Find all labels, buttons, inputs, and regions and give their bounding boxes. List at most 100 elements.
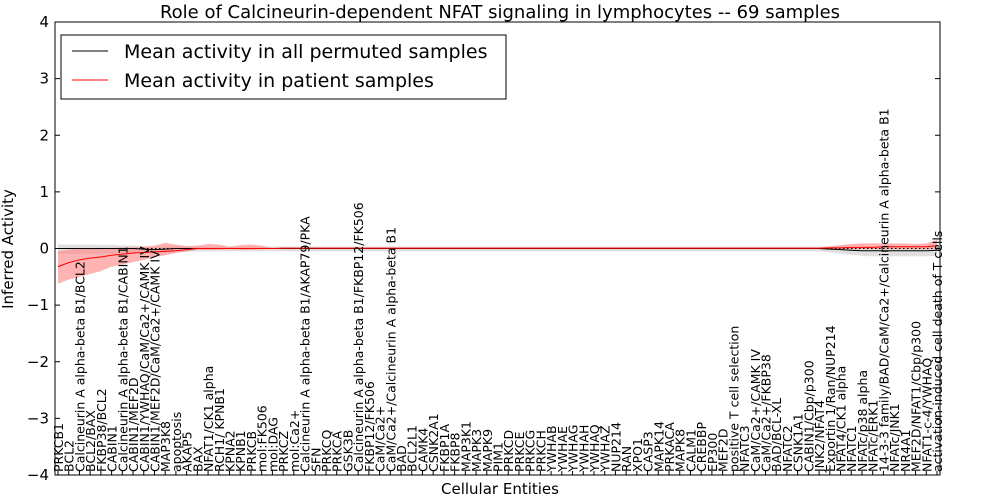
x-tick-label: FKBP12/FK506 [362, 381, 377, 472]
x-tick-label: SFN [308, 448, 323, 472]
x-tick-label: EP300 [705, 433, 720, 472]
x-tick-label: 14-3-3 family/BAD/CaM/Ca2+/Calcineurin A… [876, 108, 891, 472]
y-axis-label: Inferred Activity [0, 189, 17, 309]
x-tick-label: PRKCZ [276, 431, 291, 472]
x-tick-label: Calcineurin A alpha-beta B1/FKBP12/FK506 [351, 202, 366, 472]
x-tick-label: MAPK9 [480, 429, 495, 472]
x-tick-label: NFAT4/CK1 alpha [834, 366, 849, 472]
x-tick-label: CSNK2A1 [426, 413, 441, 472]
x-tick-label: CALM1 [683, 429, 698, 472]
x-tick-label: PRKCA [330, 431, 345, 472]
y-tick-label: −1 [27, 296, 49, 314]
x-tick-label: KPNA2 [223, 430, 238, 472]
x-tick-label: CaM/Ca2+/FKBP38 [758, 354, 773, 472]
x-tick-label: BCL2L1 [405, 425, 420, 472]
x-tick-label: CaM/Ca2+ [373, 406, 388, 472]
legend-label-permuted: Mean activity in all permuted samples [124, 41, 487, 63]
x-tick-label: Exportin 1/Ran/NUP214 [823, 325, 838, 472]
x-tick-label: positive T cell selection [726, 326, 741, 472]
x-tick-label: MAPK3 [469, 429, 484, 472]
x-tick-label: CABIN1/MEF2D/CaM/Ca2+/CAMK IV [147, 250, 162, 472]
x-tick-label: PRKACA [662, 422, 677, 472]
y-tick-label: 1 [39, 183, 49, 201]
y-tick-label: −4 [27, 466, 49, 484]
legend: Mean activity in all permuted samples Me… [60, 34, 507, 100]
x-tick-label: MAP3K8 [158, 421, 173, 472]
x-tick-label: CAMK4 [415, 428, 430, 472]
x-tick-label: PRKCB [244, 431, 259, 472]
x-tick-label: BCL2 [62, 440, 77, 472]
x-tick-label: YWHAQ [587, 424, 602, 473]
chart-title: Role of Calcineurin-dependent NFAT signa… [160, 2, 840, 23]
x-tick-label: PRKCQ [319, 430, 334, 472]
x-tick-label: apoptosis [169, 412, 184, 472]
x-axis-label: Cellular Entities [441, 480, 559, 498]
x-tick-label: CABIN1/YWHAQ/CaM/Ca2+/CAMK IV [137, 246, 152, 472]
y-tick-label: −3 [27, 409, 49, 427]
x-tick-label: PRKCD [501, 430, 516, 472]
x-tick-label: CaM/Ca2+/Calcineurin A alpha-beta B1 [383, 227, 398, 472]
legend-label-patient: Mean activity in patient samples [124, 70, 434, 92]
x-tick-label: MAPK8 [673, 429, 688, 472]
x-tick-label: mol:FK506 [255, 405, 270, 472]
x-tick-label: NFATC2 [780, 425, 795, 472]
x-tick-label: CABIN1 [105, 425, 120, 472]
x-tick-label: CSNK1A1 [791, 413, 806, 472]
x-tick-label: BAD [394, 445, 409, 472]
x-tick-label: NFATc/ERK1 [866, 400, 881, 472]
x-tick-label: NFATc/JNK1 [887, 403, 902, 472]
x-tick-label: Calcineurin A alpha-beta B1/AKAP79/PKA [298, 216, 313, 472]
x-tick-label: FKBP1A [437, 424, 452, 472]
x-tick-label: XPO1 [630, 438, 645, 472]
x-tick-label: RAN [619, 446, 634, 472]
x-tick-label: NFAT1-c-4/YWHAQ [919, 358, 934, 472]
y-tick-label: 2 [39, 126, 49, 144]
x-tick-label: GSK3B [340, 430, 355, 472]
x-tick-label: NUP214 [608, 422, 623, 472]
x-tick-label: PRKCE [512, 432, 527, 472]
x-tick-label: YWHAB [544, 425, 559, 473]
x-tick-label: RCH1/ KPNB1 [212, 388, 227, 472]
x-tick-label: CREBBP [694, 422, 709, 472]
x-tick-label: CABIN1/MEF2D [126, 377, 141, 472]
x-tick-label: KPNB1 [233, 430, 248, 472]
x-tick-label: NFAT1/CK1 alpha [201, 366, 216, 472]
x-tick-label: YWHAG [566, 425, 581, 473]
y-tick-label: 0 [39, 240, 49, 258]
x-tick-label: PRKCG [523, 430, 538, 472]
x-tick-label: CaM/Ca2+/CAMK IV [748, 349, 763, 472]
x-tick-label: PRKCH [533, 430, 548, 472]
x-tick-label: FKBP38/BCL2 [94, 388, 109, 472]
y-tick-label: −2 [27, 353, 49, 371]
x-tick-label: BCL2/BAX [83, 410, 98, 472]
x-tick-label: FKBP8 [448, 432, 463, 472]
x-tick-label: activation-induced cell death of T cells [930, 231, 945, 472]
x-tick-label: CABIN1/Cbp/p300 [801, 360, 816, 472]
x-tick-label: BAX [190, 446, 205, 472]
x-tick-label: Calcineurin A alpha-beta B1/BCL2 [72, 261, 87, 472]
x-tick-label: BAD/BCL-XL [769, 398, 784, 472]
x-tick-label: MAPK14 [651, 421, 666, 472]
x-tick-label: mol:DAG [265, 417, 280, 472]
y-tick-label: 3 [39, 70, 49, 88]
x-tick-label: MEF2D [716, 429, 731, 472]
x-tick-label: PIM1 [491, 442, 506, 472]
x-tick-label: NFATc/p38 alpha [855, 370, 870, 472]
x-tick-label: NFATC1 [844, 425, 859, 472]
x-tick-label: AKAP5 [180, 431, 195, 472]
x-tick-label: YWHAE [555, 426, 570, 473]
x-tick-label: JNK2/NFAT4 [812, 400, 827, 473]
patient-mean-line [57, 245, 938, 268]
x-tick-label: YWHAH [576, 425, 591, 473]
x-tick-label: YWHAZ [598, 425, 613, 473]
x-tick-label: mol:Ca2+ [287, 410, 302, 472]
x-tick-label: MAP3K1 [458, 421, 473, 472]
x-tick-label: Calcineurin A alpha-beta B1/CABIN1 [115, 246, 130, 472]
x-tick-label: MEF2D/NFAT1/Cbp/p300 [909, 321, 924, 472]
y-tick-label: 4 [39, 13, 49, 31]
x-tick-label: CASP3 [641, 431, 656, 472]
x-tick-label: NR4A1 [898, 430, 913, 473]
x-tick-label: NFATC3 [737, 425, 752, 472]
